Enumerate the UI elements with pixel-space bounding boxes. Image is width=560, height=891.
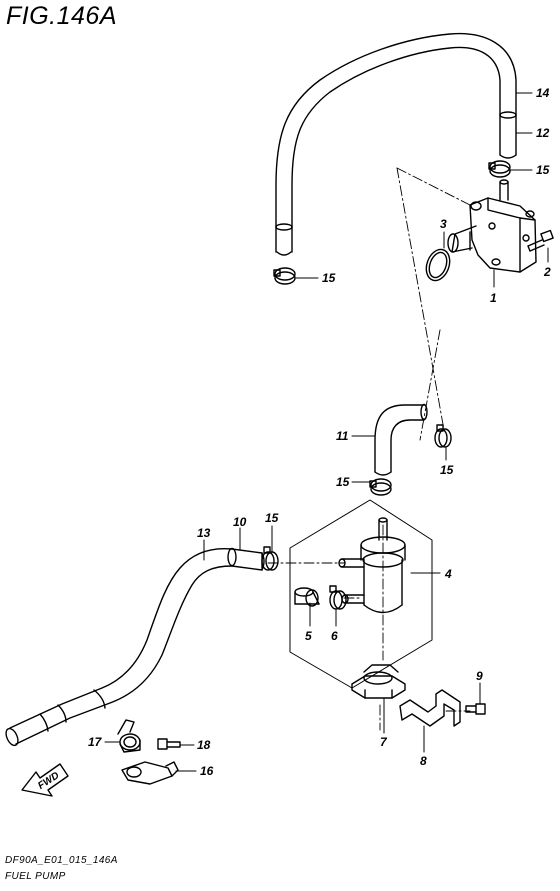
callout-10: 10 [233, 515, 247, 529]
filter-holder-7 [351, 664, 406, 699]
fuel-filter-box [289, 499, 433, 689]
fwd-arrow-icon [21, 763, 69, 797]
fuel-pump-1 [447, 179, 537, 273]
callout-16: 16 [200, 764, 214, 778]
hose-10 [227, 547, 265, 571]
figure-title: FIG.146A [6, 2, 117, 30]
callout-14: 14 [536, 86, 550, 100]
callout-15-e: 15 [265, 511, 279, 525]
callout-13: 13 [197, 526, 211, 540]
callout-15-d: 15 [336, 475, 350, 489]
figure-caption: FUEL PUMP [5, 871, 66, 882]
clip-15-b [273, 267, 296, 285]
o-ring-3 [425, 248, 451, 282]
clamp-17 [117, 719, 141, 753]
callout-15-c: 15 [440, 463, 454, 477]
bolt-9 [465, 703, 486, 715]
clip-15-a [488, 160, 511, 178]
assembly-lines [267, 167, 471, 731]
clip-15-c [434, 424, 452, 448]
bolt-18 [157, 738, 181, 750]
callout-1: 1 [490, 291, 497, 305]
clamp-16 [121, 761, 179, 785]
protector-hose-13 [5, 547, 233, 747]
protector-hose-14 [275, 32, 517, 256]
callout-5: 5 [305, 629, 312, 643]
bracket-8 [399, 689, 461, 727]
elbow-hose-11 [374, 403, 428, 476]
callout-6: 6 [331, 629, 338, 643]
clip-6 [329, 585, 347, 610]
callout-12: 12 [536, 126, 550, 140]
fuel-filter-4 [338, 517, 406, 614]
callout-4: 4 [444, 567, 452, 581]
callout-8: 8 [420, 754, 427, 768]
hose-12 [499, 111, 517, 159]
drawing-code: DF90A_E01_015_146A [5, 855, 118, 866]
leader-lines [104, 92, 549, 772]
callout-15-a: 15 [536, 163, 550, 177]
callout-11: 11 [336, 429, 349, 443]
callout-labels: 1 2 3 4 5 6 7 8 9 10 11 12 13 14 15 15 1… [36, 86, 551, 792]
callout-18: 18 [197, 738, 211, 752]
callout-9: 9 [476, 669, 483, 683]
bolt-2 [527, 229, 554, 252]
callout-3: 3 [440, 217, 447, 231]
callout-15-b: 15 [322, 271, 336, 285]
cap-5 [294, 587, 320, 607]
clip-15-d [369, 478, 392, 496]
callout-2: 2 [543, 265, 551, 279]
callout-17: 17 [88, 735, 103, 749]
callout-7: 7 [380, 735, 388, 749]
